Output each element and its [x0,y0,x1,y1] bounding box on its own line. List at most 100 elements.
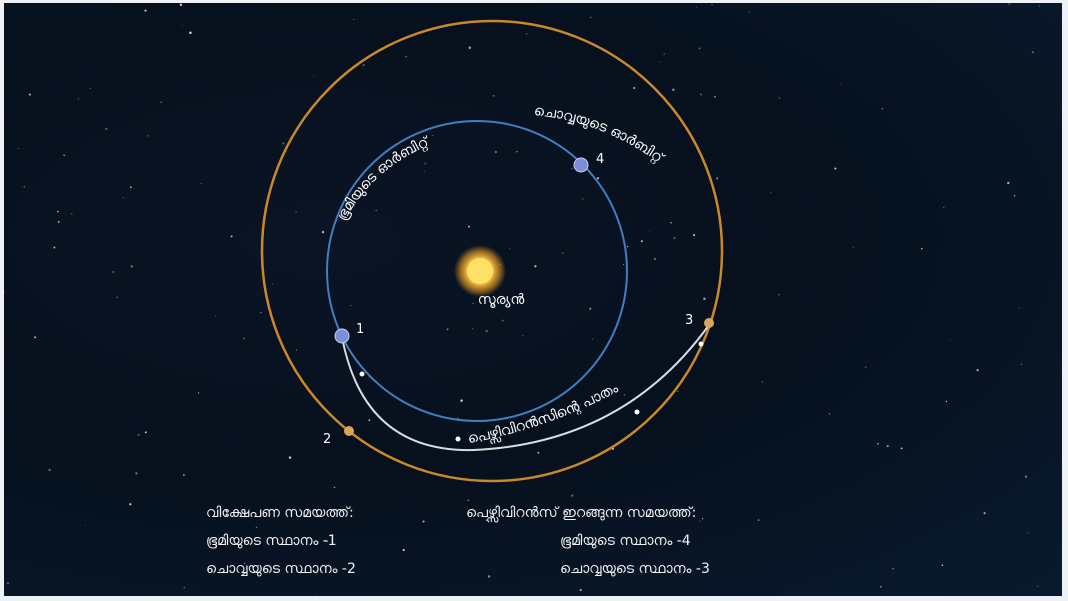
star [215,315,217,317]
star [537,451,540,454]
star [1039,5,1041,7]
star [446,328,449,331]
star [424,162,427,165]
star [130,265,134,268]
launch-caption-earth: ഭൂമിയുടെ സ്ഥാനം -1 [206,533,337,549]
star [659,61,660,63]
star [144,9,147,12]
star [757,519,760,521]
star [839,83,841,85]
star [57,220,60,223]
star [135,472,138,475]
star [71,213,73,215]
earth-orbit [326,120,628,422]
star [677,390,679,392]
star [242,337,245,340]
sun [467,258,493,284]
star [467,499,470,502]
star [640,240,643,243]
mars-position-3 [704,318,714,328]
star [881,108,884,110]
position-label-3: 3 [685,313,693,328]
star [879,585,882,588]
star [468,225,470,228]
star [626,245,629,248]
landing-caption-mars: ചൊവ്വയുടെ സ്ഥാനം -3 [560,561,710,577]
star [183,586,186,589]
star [516,150,518,153]
earth-position-1 [334,328,350,344]
star [877,442,879,445]
star [943,206,945,208]
star [596,177,600,180]
star [886,445,889,448]
landing-caption-earth: ഭൂമിയുടെ സ്ഥാനം -4 [560,533,691,549]
star [295,349,297,351]
star [778,97,780,99]
star [353,18,355,20]
star [485,519,488,522]
star [562,252,564,254]
star [526,33,528,35]
earth-orbit-label: ഭൂമിയുടെ ഓർബിറ്റ് [334,134,433,224]
star [255,526,258,529]
star [460,399,463,402]
landing-caption-title: പെഴ്സിവിറൻസ് ഇറങ്ങുന്ന സമയത്ത്: [466,505,697,521]
launch-caption-mars: ചൊവ്വയുടെ സ്ഥാനം -2 [206,561,356,577]
position-label-2: 2 [323,432,331,447]
star [48,468,51,472]
star [130,186,132,188]
star [623,394,626,396]
star [711,4,713,6]
star [472,328,474,330]
star [17,147,19,150]
path-marker [455,436,461,442]
star [945,400,948,403]
star [534,265,537,268]
star [424,170,426,172]
star [129,503,132,506]
earth-position-4 [573,157,589,173]
star [623,264,625,266]
star [778,294,780,296]
star [699,520,701,522]
position-label-1: 1 [356,322,364,337]
star [116,296,119,299]
star [362,64,365,67]
star [144,431,147,434]
star [326,540,329,543]
star [34,336,37,339]
path-label: പെഴ്സിവിറൻസിന്റെ പാതം [466,380,620,447]
position-label-4: 4 [596,152,604,167]
star [714,95,716,98]
star [529,418,532,421]
path-marker [359,371,365,377]
star [590,16,592,18]
star [487,575,491,578]
star [295,211,297,213]
star [230,235,233,238]
orbit-diagram: സൂര്യൻ 1 2 3 4 ചൊവ്വയുടെ ഓർബിറ്റ് ഭൂമിയു… [4,3,1041,596]
perseverance-path [341,324,710,452]
star [715,177,719,180]
launch-caption-title: വിക്ഷേപണ സമയത്ത്: [206,505,354,521]
star [492,94,495,97]
star [761,381,764,383]
star [257,564,260,567]
star [89,87,91,89]
star [405,55,408,58]
sun-label: സൂര്യൻ [478,292,525,308]
star [259,311,262,314]
star [313,75,315,77]
star [834,167,837,170]
star [413,150,416,152]
star [288,456,292,459]
star [695,7,697,9]
star [105,127,108,131]
path-marker [634,409,640,415]
star [1024,475,1028,478]
star [480,440,483,442]
star [200,182,202,184]
star [53,246,56,249]
star [350,305,352,307]
